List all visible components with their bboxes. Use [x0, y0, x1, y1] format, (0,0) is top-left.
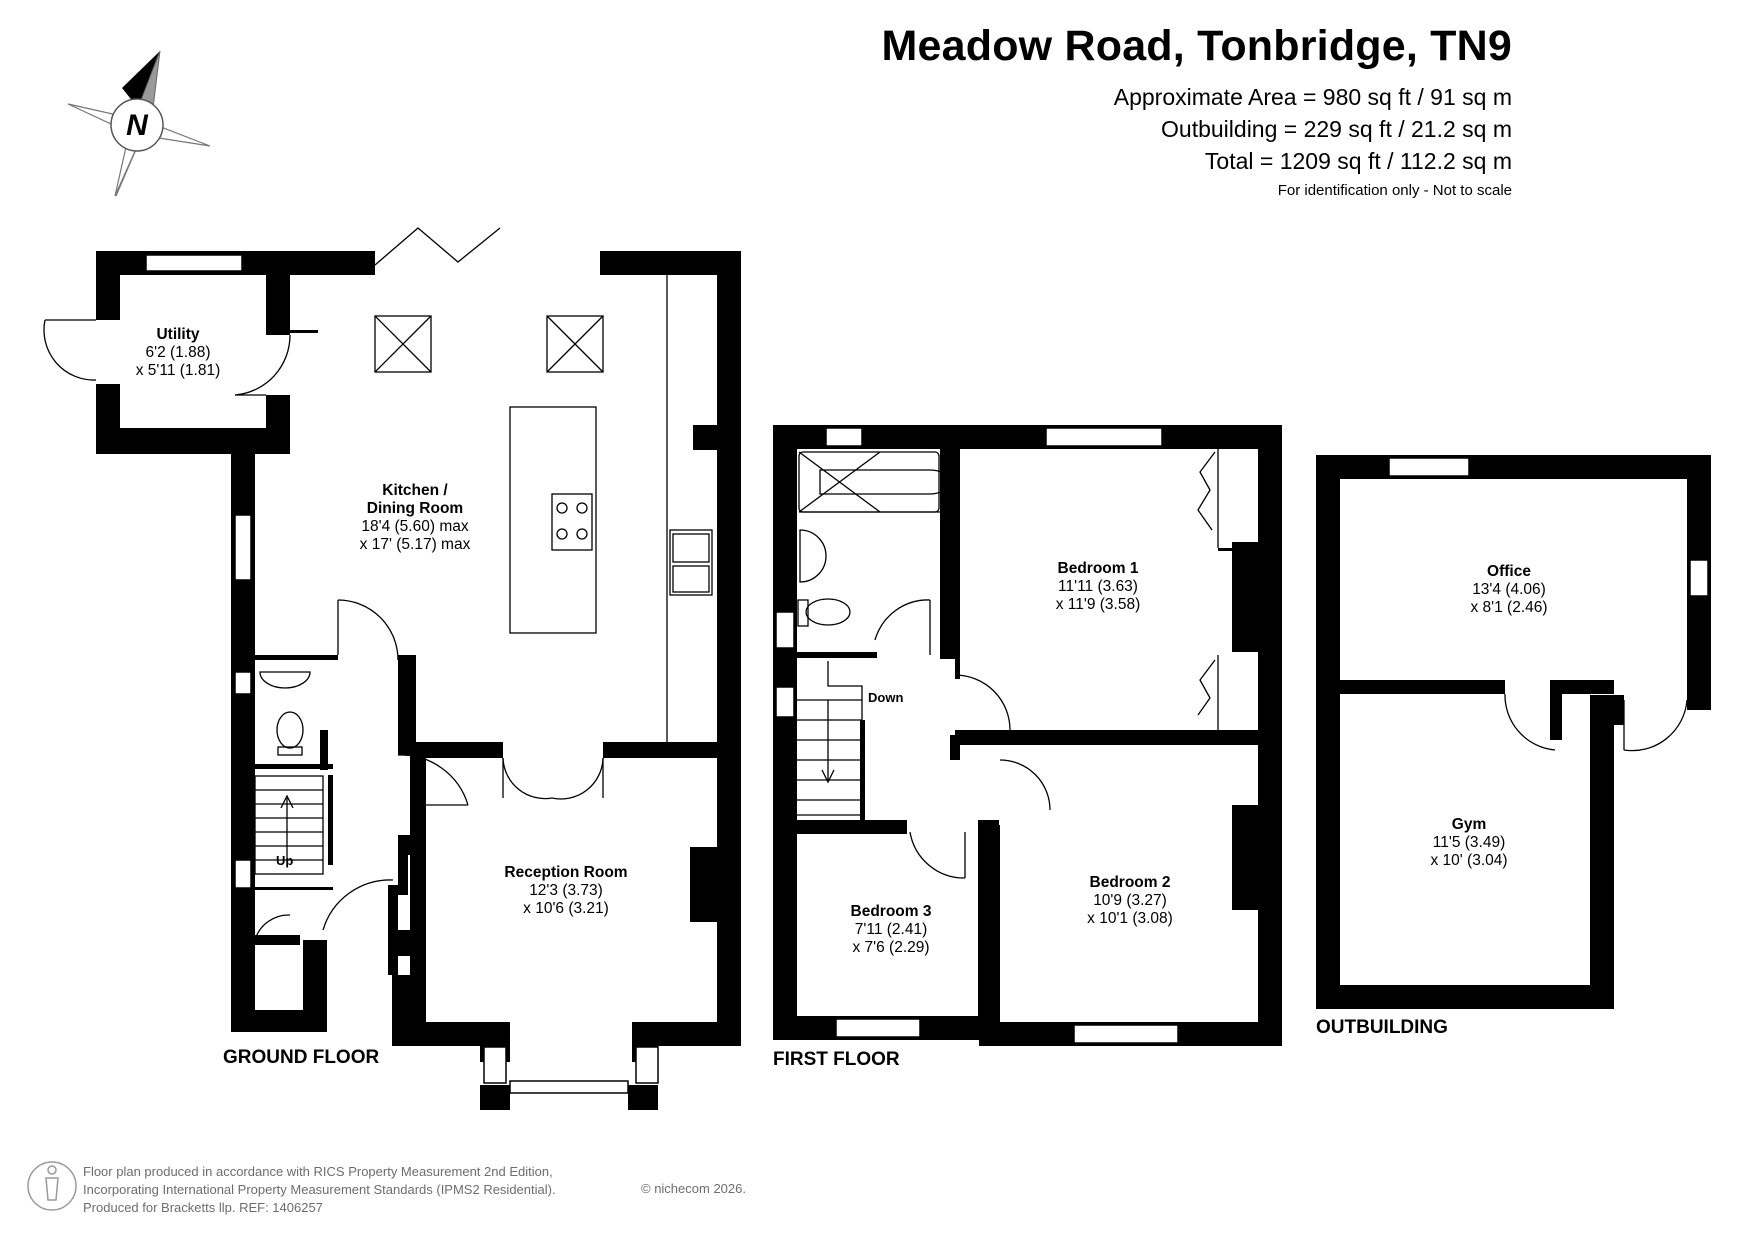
- footer-notes: Floor plan produced in accordance with R…: [83, 1163, 556, 1217]
- room-name: Bedroom 2: [1089, 874, 1171, 891]
- outbuilding-doors: [1504, 693, 1688, 752]
- room-name: Dining Room: [366, 500, 464, 517]
- room-dim: 10'9 (3.27): [1093, 892, 1167, 909]
- stairs-down-label: Down: [868, 690, 904, 705]
- disclaimer-note: For identification only - Not to scale: [1277, 182, 1512, 199]
- compass-n-label: N: [126, 109, 149, 142]
- kitchen-fixtures: [43, 227, 713, 941]
- footer-line: Incorporating International Property Mea…: [83, 1182, 556, 1197]
- room-dim: 11'5 (3.49): [1432, 834, 1506, 851]
- room-bedroom-1: Bedroom 1 11'11 (3.63) x 11'9 (3.58): [1056, 560, 1141, 614]
- footer-line: Floor plan produced in accordance with R…: [83, 1164, 553, 1179]
- outbuilding-windows: [1388, 457, 1709, 597]
- room-dim: 18'4 (5.60) max: [361, 518, 469, 535]
- room-dim: x 10'1 (3.08): [1087, 910, 1173, 927]
- ground-floor-windows: [145, 254, 659, 1094]
- stairs-up-label: Up: [276, 853, 294, 868]
- room-dim: 13'4 (4.06): [1472, 581, 1546, 598]
- room-bedroom-2: Bedroom 2 10'9 (3.27) x 10'1 (3.08): [1087, 874, 1173, 928]
- first-floor-fixtures: [797, 449, 1219, 879]
- copyright-text: © nichecom 2026.: [641, 1181, 746, 1196]
- room-reception: Reception Room 12'3 (3.73) x 10'6 (3.21): [504, 864, 627, 918]
- room-dim: 7'11 (2.41): [854, 921, 928, 938]
- room-name: Bedroom 1: [1057, 560, 1139, 577]
- room-name: Office: [1487, 563, 1531, 580]
- room-name: Utility: [156, 326, 200, 343]
- first-floor-walls: [773, 425, 1282, 1046]
- outbuilding-walls: [1316, 455, 1711, 1009]
- total-area: Total = 1209 sq ft / 112.2 sq m: [1204, 148, 1512, 174]
- room-dim: x 10'6 (3.21): [523, 900, 609, 917]
- person-logo-icon: [27, 1161, 77, 1211]
- approximate-area: Approximate Area = 980 sq ft / 91 sq m: [1113, 84, 1512, 110]
- room-dim: x 5'11 (1.81): [135, 362, 221, 379]
- room-bedroom-3: Bedroom 3 7'11 (2.41) x 7'6 (2.29): [851, 903, 932, 957]
- room-name: Reception Room: [504, 864, 628, 881]
- ground-floor-label: GROUND FLOOR: [223, 1047, 380, 1068]
- room-dim: 11'11 (3.63): [1058, 578, 1138, 595]
- room-dim: x 11'9 (3.58): [1055, 596, 1141, 613]
- room-dim: 6'2 (1.88): [145, 344, 211, 361]
- room-name: Gym: [1451, 816, 1487, 833]
- first-floor-label: FIRST FLOOR: [773, 1049, 900, 1070]
- room-dim: 12'3 (3.73): [529, 882, 603, 899]
- room-dim: x 17' (5.17) max: [359, 536, 471, 553]
- room-utility: Utility 6'2 (1.88) x 5'11 (1.81): [136, 326, 221, 380]
- first-floor-windows: [775, 427, 1179, 1044]
- room-dim: x 7'6 (2.29): [852, 939, 930, 956]
- room-name: Kitchen /: [382, 482, 448, 499]
- page-title: Meadow Road, Tonbridge, TN9: [881, 22, 1512, 70]
- north-compass-icon: N: [67, 50, 211, 197]
- room-gym: Gym 11'5 (3.49) x 10' (3.04): [1430, 816, 1507, 870]
- room-dim: x 8'1 (2.46): [1470, 599, 1548, 616]
- outbuilding-area: Outbuilding = 229 sq ft / 21.2 sq m: [1161, 116, 1512, 142]
- room-office: Office 13'4 (4.06) x 8'1 (2.46): [1470, 563, 1547, 617]
- footer-line: Produced for Bracketts llp. REF: 1406257: [83, 1200, 323, 1215]
- room-dim: x 10' (3.04): [1430, 852, 1508, 869]
- room-name: Bedroom 3: [850, 903, 932, 920]
- room-kitchen-dining: Kitchen / Dining Room 18'4 (5.60) max x …: [360, 482, 471, 554]
- outbuilding-label: OUTBUILDING: [1316, 1017, 1448, 1038]
